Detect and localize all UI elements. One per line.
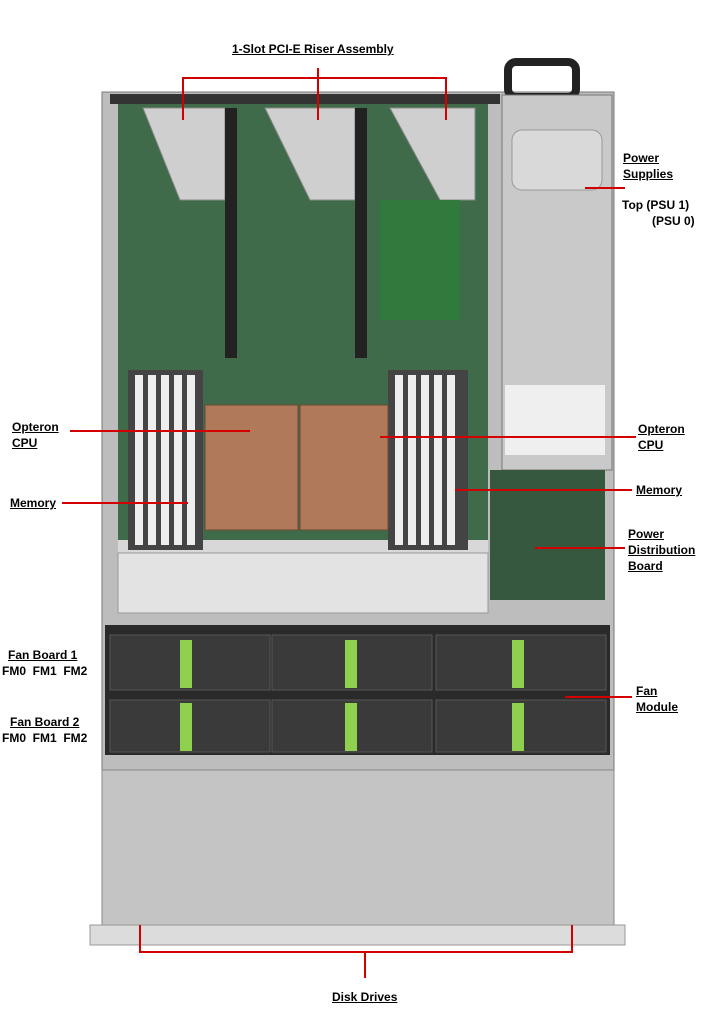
power-supplies	[501, 58, 613, 471]
pdb-label-2: Distribution	[628, 543, 696, 557]
fan-board-2-slots: FM0 FM1 FM2	[2, 731, 88, 745]
power-supplies-label-2: Supplies	[623, 167, 674, 181]
fan-board-1-label: Fan Board 1	[8, 648, 78, 662]
cpu-left-label: Opteron	[12, 420, 59, 434]
front-bezel	[89, 924, 626, 946]
callout-lines	[62, 68, 636, 978]
riser-label: 1-Slot PCI-E Riser Assembly	[232, 42, 394, 56]
cpu-left-label-2: CPU	[12, 436, 38, 450]
fan-modules	[105, 625, 610, 755]
fan-module-label-2: Module	[636, 700, 678, 714]
riser-assembly	[110, 94, 500, 358]
cpu-right-label-2: CPU	[638, 438, 664, 452]
disk-cover	[101, 769, 615, 931]
cpu-heatsink-right	[299, 404, 389, 531]
cpu-heatsink-left	[204, 404, 299, 531]
fan-module-label: Fan	[636, 684, 658, 698]
fan-board-2-label: Fan Board 2	[10, 715, 80, 729]
fan-board-1-slots: FM0 FM1 FM2	[2, 664, 88, 678]
pdb-label: Power	[628, 527, 665, 541]
memory-right-label: Memory	[636, 483, 683, 497]
disk-drives-label: Disk Drives	[332, 990, 398, 1004]
memory-left-label: Memory	[10, 496, 57, 510]
power-distribution-board	[490, 470, 605, 600]
psu-bottom-label: (PSU 0)	[652, 214, 695, 228]
memory-dimms-right	[388, 370, 468, 550]
memory-dimms-left	[128, 370, 203, 550]
pdb-label-3: Board	[628, 559, 663, 573]
power-supplies-label: Power	[623, 151, 660, 165]
cpu-right-label: Opteron	[638, 422, 685, 436]
psu-top-label: Top (PSU 1)	[622, 198, 690, 212]
